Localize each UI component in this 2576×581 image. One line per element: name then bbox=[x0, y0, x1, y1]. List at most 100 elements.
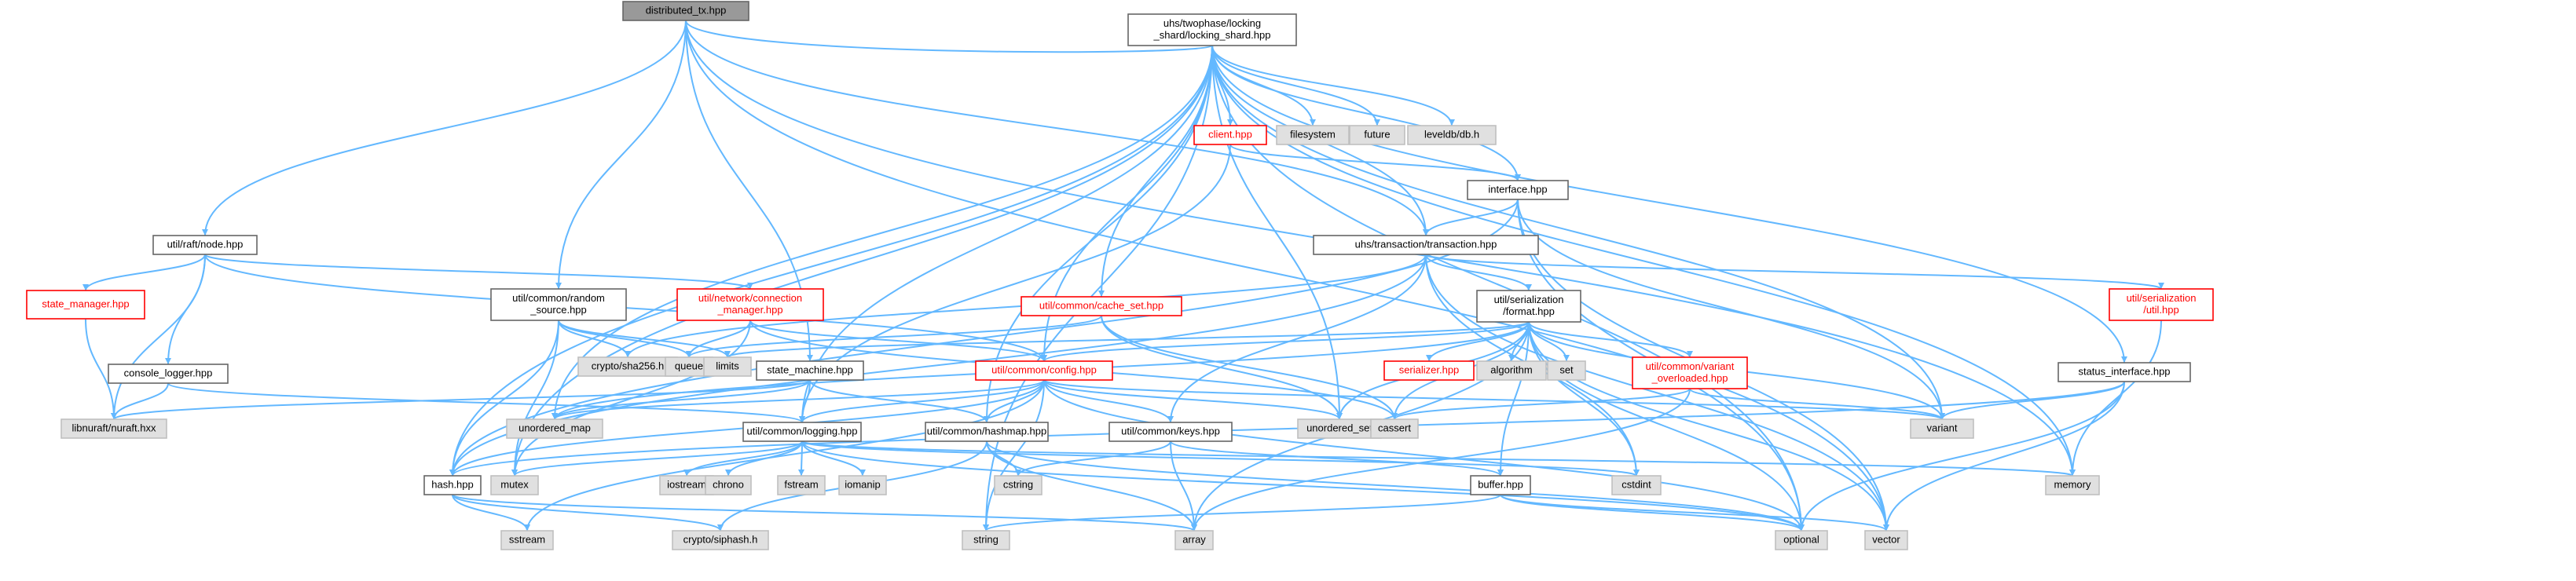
edge-arrowhead bbox=[511, 470, 518, 476]
edge-serialization_format-to-optional bbox=[1528, 321, 1802, 532]
edge-arrowhead bbox=[1939, 413, 1945, 419]
edge-arrowhead bbox=[1391, 413, 1398, 419]
node-hash[interactable]: hash.hpp bbox=[423, 475, 482, 495]
node-state_machine[interactable]: state_machine.hpp bbox=[756, 360, 864, 381]
node-cache_set[interactable]: util/common/cache_set.hpp bbox=[1021, 296, 1182, 316]
edge-arrowhead bbox=[1098, 290, 1105, 297]
edge-keys-to-buffer bbox=[1170, 440, 1501, 477]
edge-locking_shard-to-unordered_set bbox=[1211, 45, 1340, 420]
node-cstring: cstring bbox=[994, 475, 1042, 495]
edge-arrowhead bbox=[1449, 119, 1455, 126]
node-box bbox=[1407, 125, 1497, 145]
edge-arrowhead bbox=[2158, 283, 2164, 289]
node-box bbox=[672, 530, 769, 550]
edge-status_interface-to-optional bbox=[1801, 381, 2125, 532]
node-label: unordered_map bbox=[518, 422, 591, 433]
node-connection_manager[interactable]: util/network/connection_manager.hpp bbox=[676, 288, 824, 321]
node-box bbox=[1467, 180, 1569, 200]
node-unordered_map: unordered_map bbox=[506, 418, 603, 439]
node-logging[interactable]: util/common/logging.hpp bbox=[742, 422, 862, 442]
edge-layer bbox=[82, 20, 2164, 532]
edge-arrowhead bbox=[799, 416, 805, 422]
node-label: uhs/transaction/transaction.hpp bbox=[1355, 238, 1497, 250]
node-state_manager[interactable]: state_manager.hpp bbox=[26, 290, 145, 320]
node-label: interface.hpp bbox=[1488, 183, 1547, 195]
edge-hash-to-siphash bbox=[452, 494, 721, 532]
node-label: /util.hpp bbox=[2143, 304, 2179, 316]
node-serialization_format[interactable]: util/serialization/format.hpp bbox=[1476, 290, 1581, 323]
edge-logging-to-chrono bbox=[727, 440, 803, 477]
node-box bbox=[676, 288, 824, 321]
edge-arrowhead bbox=[1423, 229, 1429, 236]
node-label: state_machine.hpp bbox=[767, 364, 853, 375]
edge-serialization_format-to-variant_overloaded bbox=[1528, 321, 1691, 358]
edge-state_machine-to-hashmap bbox=[809, 379, 988, 423]
node-status_interface[interactable]: status_interface.hpp bbox=[2058, 362, 2191, 382]
node-hashmap[interactable]: util/common/hashmap.hpp bbox=[925, 422, 1049, 442]
edge-connection_manager-to-config bbox=[749, 320, 1045, 362]
node-config[interactable]: util/common/config.hpp bbox=[975, 360, 1113, 381]
node-label: _shard/locking_shard.hpp bbox=[1153, 29, 1271, 41]
node-serializer[interactable]: serializer.hpp bbox=[1383, 360, 1475, 381]
node-label: uhs/twophase/locking bbox=[1163, 17, 1261, 29]
node-nuraft: libnuraft/nuraft.hxx bbox=[60, 418, 167, 439]
edge-arrowhead bbox=[1526, 284, 1532, 290]
node-label: util/serialization bbox=[1494, 294, 1564, 305]
node-set: set bbox=[1547, 360, 1586, 381]
node-label: iostream bbox=[667, 478, 706, 490]
node-label: future bbox=[1364, 128, 1390, 140]
node-locking_shard[interactable]: uhs/twophase/locking_shard/locking_shard… bbox=[1127, 13, 1297, 46]
node-box bbox=[152, 235, 258, 255]
node-array: array bbox=[1174, 530, 1214, 550]
node-iomanip: iomanip bbox=[838, 475, 887, 495]
node-random_source[interactable]: util/common/random_source.hpp bbox=[490, 288, 627, 321]
node-buffer[interactable]: buffer.hpp bbox=[1470, 475, 1531, 495]
node-variant_overloaded[interactable]: util/common/variant_overloaded.hpp bbox=[1632, 356, 1748, 389]
node-console_logger[interactable]: console_logger.hpp bbox=[108, 364, 229, 384]
node-client[interactable]: client.hpp bbox=[1193, 125, 1267, 145]
node-box bbox=[703, 356, 752, 377]
node-interface[interactable]: interface.hpp bbox=[1467, 180, 1569, 200]
node-box bbox=[2109, 288, 2214, 321]
edge-arrowhead bbox=[686, 351, 692, 357]
node-chrono: chrono bbox=[705, 475, 752, 495]
edge-keys-to-array bbox=[1170, 440, 1195, 532]
node-label: hash.hpp bbox=[431, 478, 474, 490]
node-raft_node[interactable]: util/raft/node.hpp bbox=[152, 235, 258, 255]
node-keys[interactable]: util/common/keys.hpp bbox=[1108, 422, 1233, 442]
edge-arrowhead bbox=[524, 524, 530, 531]
edge-arrowhead bbox=[202, 229, 208, 236]
edge-serialization_format-to-cstdint bbox=[1528, 321, 1637, 477]
node-box bbox=[994, 475, 1042, 495]
edge-raft_node-to-state_manager bbox=[85, 254, 206, 291]
node-label: queue bbox=[675, 360, 703, 371]
node-label: serializer.hpp bbox=[1399, 364, 1460, 375]
node-label: util/common/cache_set.hpp bbox=[1039, 299, 1163, 311]
node-box bbox=[962, 530, 1010, 550]
node-serialization_util[interactable]: util/serialization/util.hpp bbox=[2109, 288, 2214, 321]
edge-config-to-unordered_map bbox=[554, 379, 1045, 420]
node-label: util/common/config.hpp bbox=[991, 364, 1097, 375]
edge-arrowhead bbox=[82, 284, 89, 290]
edge-locking_shard-to-unordered_map bbox=[554, 45, 1213, 420]
node-unordered_set: unordered_set bbox=[1297, 418, 1382, 439]
node-label: crypto/siphash.h bbox=[683, 533, 758, 545]
node-label: optional bbox=[1783, 533, 1819, 545]
node-root[interactable]: distributed_tx.hpp bbox=[622, 1, 749, 21]
edge-root-to-random_source bbox=[558, 20, 687, 290]
edge-arrowhead bbox=[1310, 119, 1316, 126]
edge-status_interface-to-hash bbox=[452, 381, 2125, 477]
node-box bbox=[659, 475, 714, 495]
node-label: variant bbox=[1926, 422, 1957, 433]
node-optional: optional bbox=[1775, 530, 1828, 550]
node-label: filesystem bbox=[1290, 128, 1336, 140]
edge-logging-to-mutex bbox=[514, 440, 803, 477]
edge-serialization_util-to-memory bbox=[2072, 320, 2162, 477]
node-box bbox=[1632, 356, 1748, 389]
node-box bbox=[423, 475, 482, 495]
node-label: vector bbox=[1872, 533, 1900, 545]
node-label: util/common/hashmap.hpp bbox=[927, 425, 1046, 437]
edge-arrowhead bbox=[1374, 119, 1380, 126]
node-transaction[interactable]: uhs/transaction/transaction.hpp bbox=[1313, 235, 1539, 255]
